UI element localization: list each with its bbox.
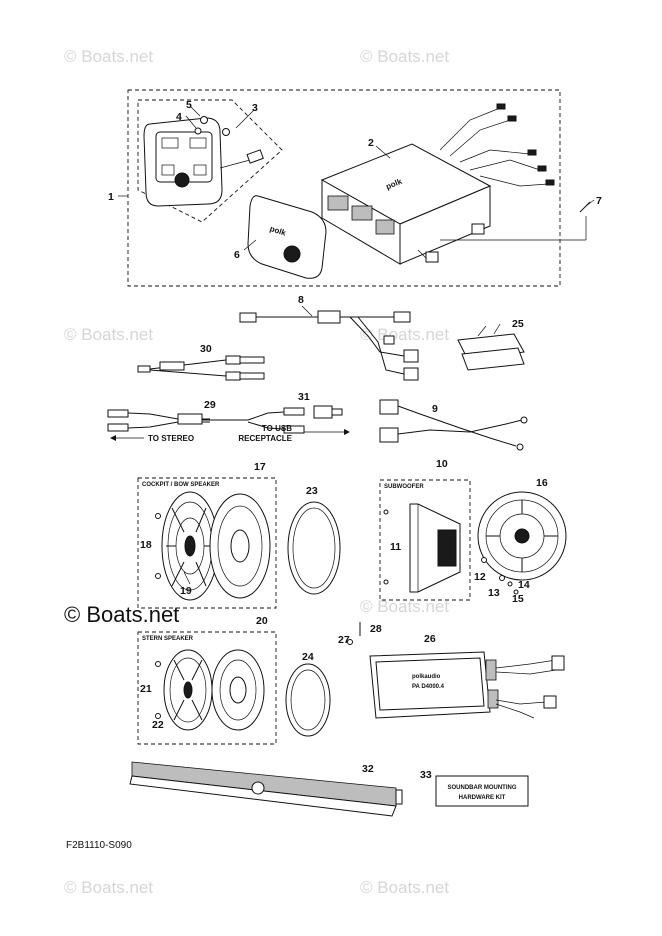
svg-text:© Boats.net: © Boats.net: [64, 878, 153, 897]
cockpit-speaker-box: [137, 477, 277, 609]
gasket-24: [285, 663, 331, 737]
callout-24: 24: [302, 651, 314, 663]
screw-18a-icon: [155, 513, 161, 519]
screw-7-icon: [440, 201, 591, 241]
svg-text:© Boats.net: © Boats.net: [360, 325, 449, 344]
callout-33: 33: [420, 769, 432, 781]
callout-26: 26: [424, 633, 436, 645]
harness-8: [239, 310, 419, 381]
subwoofer-box: [379, 479, 471, 601]
callout-23: 23: [306, 485, 318, 497]
receiver-unit: polk: [320, 103, 555, 265]
callout-11: 11: [390, 541, 401, 553]
to-stereo-arrow: TO STEREO: [110, 434, 194, 443]
screw-18b-icon: [155, 573, 161, 579]
callout-30: 30: [200, 343, 212, 355]
nut-5-icon: [200, 116, 208, 124]
stereo-kit-box: [127, 89, 561, 287]
callout-15: 15: [512, 593, 524, 605]
subwoofer-driver: [383, 503, 461, 593]
callout-17: 17: [254, 461, 266, 473]
soundbar-32: [129, 761, 403, 817]
stern-speaker-box: [137, 631, 277, 745]
to-stereo-label: TO STEREO: [148, 434, 194, 443]
callout-29: 29: [204, 399, 216, 411]
callout-31: 31: [298, 391, 310, 403]
cockpit-speaker-label: COCKPIT / BOW SPEAKER: [142, 482, 220, 488]
svg-text:© Boats.net: © Boats.net: [360, 878, 449, 897]
callout-9: 9: [432, 403, 438, 415]
to-usb-label-2: RECEPTACLE: [238, 434, 292, 443]
control-head: [143, 117, 264, 207]
soundbar-kit-box: [435, 775, 529, 807]
watermark-main: © Boats.net: [64, 602, 179, 627]
callout-12: 12: [474, 571, 486, 583]
control-head-subbox: [137, 99, 283, 223]
svg-text:© Boats.net: © Boats.net: [360, 47, 449, 66]
callout-28: 28: [370, 623, 382, 635]
to-usb-label-1: TO USB: [262, 424, 292, 433]
cockpit-speaker: [161, 491, 271, 601]
callout-21: 21: [140, 683, 152, 695]
screw-21b-icon: [155, 713, 161, 719]
watermark-group: © Boats.net © Boats.net © Boats.net © Bo…: [64, 47, 449, 897]
subwoofer-grille-16: [477, 491, 567, 581]
svg-text:© Boats.net: © Boats.net: [64, 325, 153, 344]
soundbar-kit-line2: HARDWARE KIT: [459, 795, 506, 801]
gasket-23: [287, 501, 341, 595]
callout-8: 8: [298, 294, 304, 306]
callout-10: 10: [436, 458, 448, 470]
usb-adapter-31: [313, 405, 343, 419]
soundbar-kit-line1: SOUNDBAR MOUNTING: [448, 785, 517, 791]
callout-7: 7: [596, 195, 602, 207]
subwoofer-label: SUBWOOFER: [384, 484, 424, 490]
callout-32: 32: [362, 763, 374, 775]
callout-2: 2: [368, 137, 374, 149]
bracket-25: [457, 323, 525, 371]
stern-speaker-label: STERN SPEAKER: [142, 636, 194, 642]
drawing-code: F2B1110-S090: [66, 840, 132, 851]
callout-1: 1: [108, 191, 114, 203]
washer-4-icon: [194, 127, 202, 135]
callout-13: 13: [488, 587, 500, 599]
svg-text:polkaudio: polkaudio: [412, 674, 441, 680]
amplifier-26: polkaudio PA D4000.4: [369, 651, 565, 719]
rca-cable-29: [107, 407, 305, 434]
callout-16: 16: [536, 477, 548, 489]
bezel-cover: polk: [247, 195, 327, 279]
callout-14: 14: [518, 579, 530, 591]
callout-22: 22: [152, 719, 164, 731]
svg-text:PA D4000.4: PA D4000.4: [412, 684, 445, 690]
rca-cable-30: [137, 355, 265, 381]
callout-18: 18: [140, 539, 152, 551]
callout-25: 25: [512, 318, 524, 330]
callout-27: 27: [338, 634, 350, 646]
harness-9: [379, 399, 528, 451]
stern-speaker: [163, 649, 265, 731]
callout-5: 5: [186, 99, 192, 111]
callout-3: 3: [252, 102, 258, 114]
svg-text:© Boats.net: © Boats.net: [64, 47, 153, 66]
callout-20: 20: [256, 615, 268, 627]
svg-text:© Boats.net: © Boats.net: [360, 597, 449, 616]
screw-21a-icon: [155, 661, 161, 667]
callout-4: 4: [176, 111, 182, 123]
washer-13-icon: [499, 575, 505, 581]
callout-6: 6: [234, 249, 240, 261]
screw-12-icon: [481, 557, 487, 563]
nut-14-icon: [507, 581, 513, 587]
callout-19: 19: [180, 585, 192, 597]
nut-15-icon: [513, 589, 519, 595]
nut-3-icon: [222, 128, 230, 136]
screw-27-icon: [347, 639, 353, 645]
to-usb-arrow: TO USB RECEPTACLE: [238, 424, 350, 443]
